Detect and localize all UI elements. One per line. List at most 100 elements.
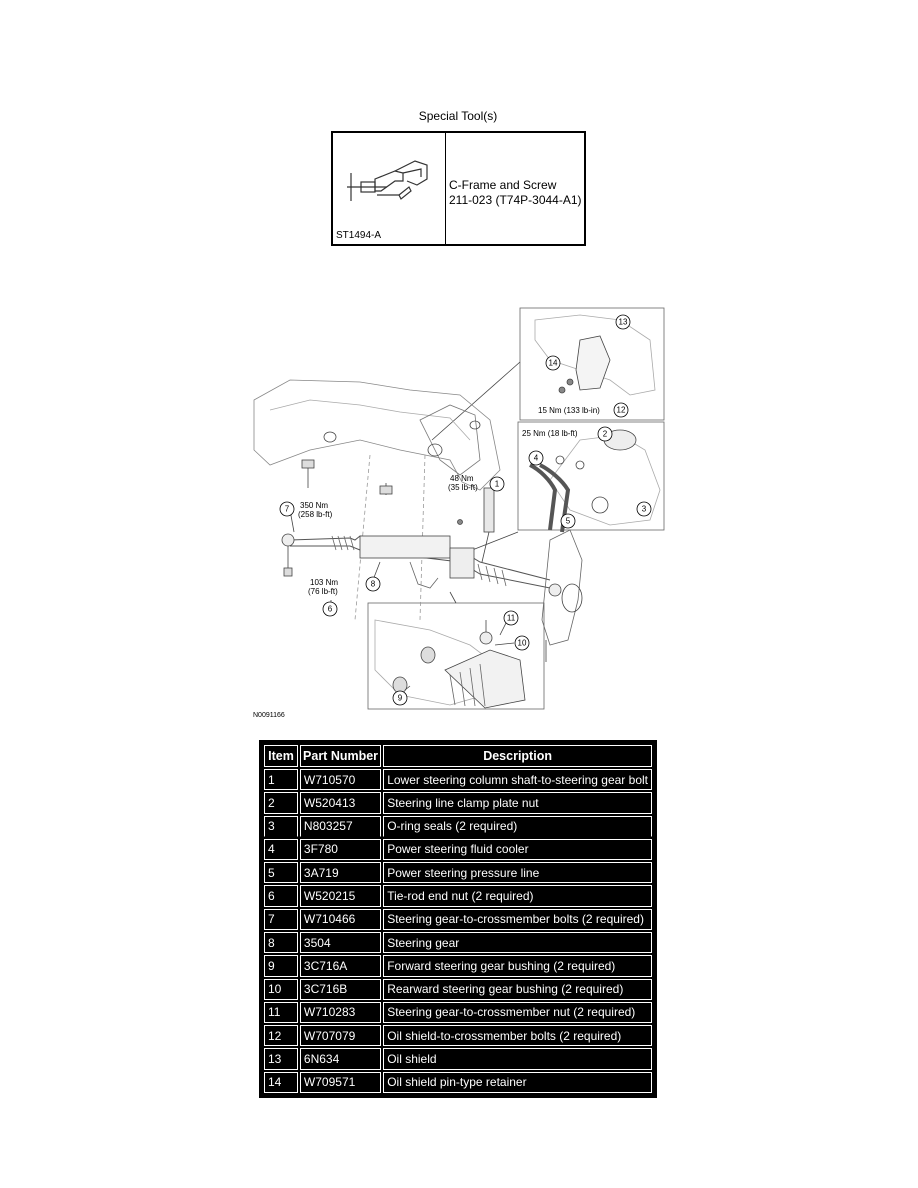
item-cell: 14 bbox=[264, 1071, 298, 1093]
part-number-cell: W710466 bbox=[299, 908, 382, 930]
description-cell: Steering gear-to-crossmember bolts (2 re… bbox=[383, 908, 652, 930]
c-frame-tool-icon bbox=[347, 160, 428, 201]
part-number-cell: W707079 bbox=[299, 1025, 382, 1047]
header-description: Description bbox=[383, 745, 652, 767]
callout-label-10: 10 bbox=[518, 639, 527, 648]
header-item: Item bbox=[264, 745, 298, 767]
tool-image-cell: ST1494-A bbox=[333, 133, 446, 244]
description-cell: Power steering fluid cooler bbox=[383, 838, 652, 861]
part-number-cell: 3504 bbox=[299, 931, 382, 954]
table-header-row: Item Part Number Description bbox=[264, 745, 652, 767]
item-cell: 12 bbox=[264, 1025, 298, 1047]
item-cell: 2 bbox=[264, 792, 298, 814]
special-tools-heading: Special Tool(s) bbox=[418, 109, 498, 123]
part-number-cell: 3F780 bbox=[299, 838, 382, 861]
callout-circles bbox=[279, 314, 652, 706]
callout-label-1: 1 bbox=[495, 480, 500, 489]
torque-7-lbft: (258 lb-ft) bbox=[298, 510, 333, 519]
callout-label-2: 2 bbox=[603, 430, 608, 439]
tool-name: C-Frame and Screw bbox=[449, 178, 557, 192]
callout-label-5: 5 bbox=[566, 517, 571, 526]
part-number-cell: W709571 bbox=[299, 1071, 382, 1093]
callout-4 bbox=[528, 450, 544, 466]
description-cell: Rearward steering gear bushing (2 requir… bbox=[383, 978, 652, 1000]
item-cell: 1 bbox=[264, 769, 298, 791]
steering-gear-exploded-diagram: 1 2 3 4 5 6 7 8 9 10 11 12 13 14 48 Nm (… bbox=[250, 300, 670, 725]
item-cell: 10 bbox=[264, 978, 298, 1000]
item-cell: 11 bbox=[264, 1001, 298, 1024]
torque-1-lbft: (35 lb-ft) bbox=[448, 483, 478, 492]
callout-7 bbox=[279, 501, 295, 517]
tool-code: ST1494-A bbox=[336, 230, 382, 241]
callout-3 bbox=[636, 501, 652, 517]
part-number-cell: W710283 bbox=[299, 1001, 382, 1024]
torque-2: 25 Nm (18 lb-ft) bbox=[522, 429, 578, 438]
description-cell: O-ring seals (2 required) bbox=[383, 815, 652, 837]
callout-label-9: 9 bbox=[398, 694, 403, 703]
torque-7-nm: 350 Nm bbox=[300, 501, 328, 510]
callout-label-11: 11 bbox=[507, 614, 516, 623]
part-number-cell: 6N634 bbox=[299, 1048, 382, 1070]
part-number-cell: 3C716B bbox=[299, 978, 382, 1000]
callout-label-7: 7 bbox=[285, 505, 290, 514]
callout-9 bbox=[392, 690, 408, 706]
callout-1 bbox=[489, 476, 505, 492]
part-number-cell: W520413 bbox=[299, 792, 382, 814]
item-cell: 9 bbox=[264, 955, 298, 977]
callout-12 bbox=[613, 402, 629, 418]
callout-2 bbox=[597, 426, 613, 442]
item-cell: 4 bbox=[264, 838, 298, 861]
part-number-cell: W520215 bbox=[299, 885, 382, 907]
callout-14 bbox=[545, 355, 561, 371]
callout-11 bbox=[503, 610, 519, 626]
callout-label-12: 12 bbox=[617, 406, 626, 415]
description-cell: Forward steering gear bushing (2 require… bbox=[383, 955, 652, 977]
torque-6-nm: 103 Nm bbox=[310, 578, 338, 587]
item-cell: 3 bbox=[264, 815, 298, 837]
callout-10 bbox=[514, 635, 530, 651]
part-number-cell: N803257 bbox=[299, 815, 382, 837]
description-cell: Steering gear-to-crossmember nut (2 requ… bbox=[383, 1001, 652, 1024]
callout-13 bbox=[615, 314, 631, 330]
callout-6 bbox=[322, 601, 338, 617]
description-cell: Power steering pressure line bbox=[383, 862, 652, 884]
figure-code: N0091166 bbox=[253, 712, 285, 719]
callout-label-13: 13 bbox=[619, 318, 628, 327]
item-cell: 7 bbox=[264, 908, 298, 930]
description-cell: Oil shield pin-type retainer bbox=[383, 1071, 652, 1093]
torque-1-nm: 48 Nm bbox=[450, 474, 474, 483]
callout-5 bbox=[560, 513, 576, 529]
item-cell: 5 bbox=[264, 862, 298, 884]
torque-6-lbft: (76 lb-ft) bbox=[308, 587, 338, 596]
description-cell: Lower steering column shaft-to-steering … bbox=[383, 769, 652, 791]
callout-label-3: 3 bbox=[642, 505, 647, 514]
diagram-drawing: 1 2 3 4 5 6 7 8 9 10 11 12 13 14 48 Nm (… bbox=[253, 307, 665, 710]
tool-description-cell: C-Frame and Screw 211-023 (T74P-3044-A1) bbox=[446, 133, 584, 244]
callout-label-8: 8 bbox=[371, 580, 376, 589]
callout-8 bbox=[365, 576, 381, 592]
part-number-cell: W710570 bbox=[299, 769, 382, 791]
description-cell: Steering gear bbox=[383, 931, 652, 954]
item-cell: 6 bbox=[264, 885, 298, 907]
callout-label-14: 14 bbox=[549, 359, 558, 368]
callout-label-4: 4 bbox=[534, 454, 539, 463]
description-cell: Oil shield bbox=[383, 1048, 652, 1070]
tool-number: 211-023 (T74P-3044-A1) bbox=[449, 193, 582, 207]
description-cell: Oil shield-to-crossmember bolts (2 requi… bbox=[383, 1025, 652, 1047]
part-number-cell: 3C716A bbox=[299, 955, 382, 977]
item-cell: 8 bbox=[264, 931, 298, 954]
description-cell: Tie-rod end nut (2 required) bbox=[383, 885, 652, 907]
